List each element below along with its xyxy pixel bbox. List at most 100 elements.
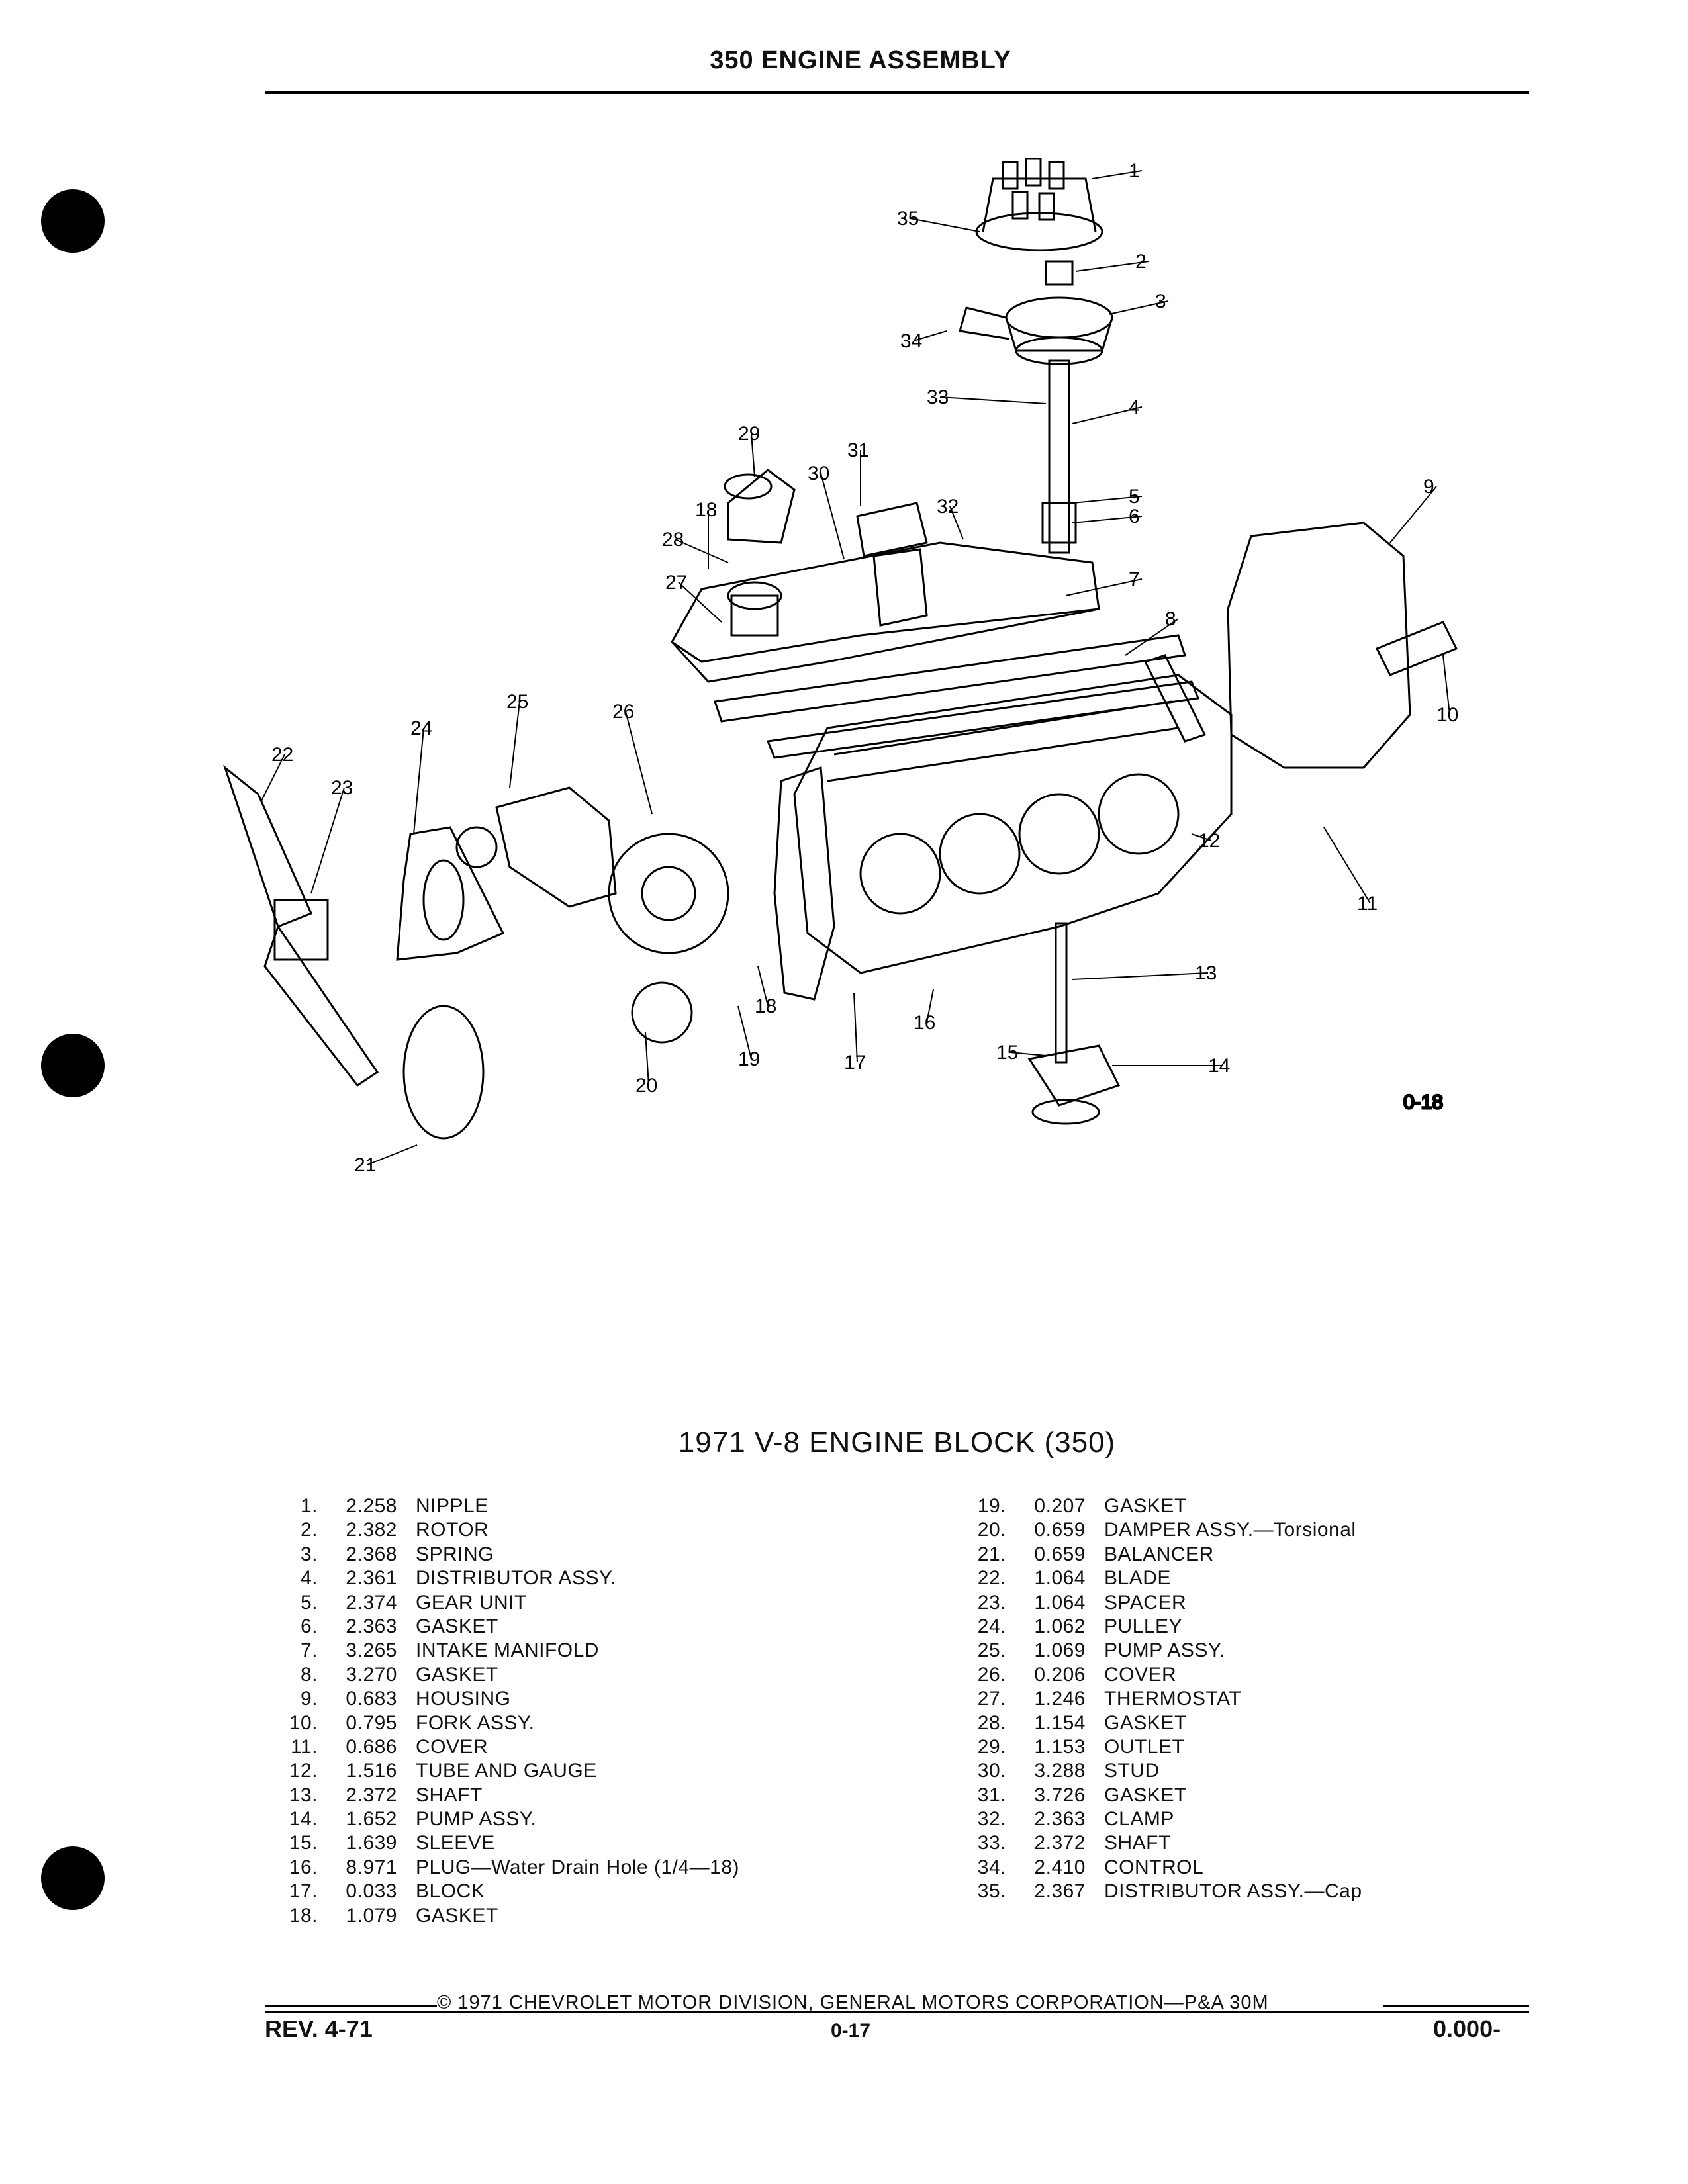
binder-hole-top [41,189,105,253]
part-number: 3. [300,1543,318,1565]
callout-label: 24 [410,717,432,739]
part-number: 35. [977,1880,1006,1903]
callout-leader [1072,516,1143,523]
callout-label: 8 [1165,608,1176,630]
callout-leader [1191,833,1212,841]
part-description: PUMP ASSY. [416,1808,537,1831]
part-description: GASKET [1104,1495,1187,1517]
callout-label: 6 [1129,506,1140,527]
part-number: 10. [289,1711,318,1734]
callout-leader [1442,655,1450,715]
part-description: CLAMP [1104,1808,1174,1831]
part-description: GASKET [1104,1784,1187,1806]
part-code: 2.410 [1034,1856,1086,1878]
figure-id: 0-18 [1403,1091,1443,1113]
part-code: 2.374 [346,1591,397,1614]
footer-rule-right [1383,2005,1529,2007]
callout-label: 20 [635,1075,657,1097]
callout-leader [625,711,653,815]
part-number: 21. [977,1543,1006,1565]
part-description: DISTRIBUTOR ASSY. [416,1567,616,1590]
part-code: 3.726 [1034,1784,1086,1806]
part-description: PUMP ASSY. [1104,1639,1225,1662]
part-code: 1.064 [1034,1567,1086,1590]
engine-block [793,674,1233,974]
part-code: 1.079 [346,1904,397,1927]
part-description: SHAFT [416,1784,483,1806]
part-code: 0.659 [1034,1543,1086,1565]
part-code: 1.516 [346,1760,397,1782]
part-description: NIPPLE [416,1495,489,1517]
callout-label: 18 [695,499,717,521]
callout-label: 34 [900,330,922,352]
callout-leader [910,218,980,232]
part-number: 12. [289,1760,318,1782]
gasket-part [856,502,928,557]
part-description: INTAKE MANIFOLD [416,1639,599,1662]
part-number: 11. [291,1735,318,1758]
callout-label: 11 [1357,893,1378,915]
callout-leader [1072,972,1209,980]
part-code: 1.069 [1034,1639,1086,1662]
part-description: BALANCER [1104,1543,1214,1565]
part-description: TUBE AND GAUGE [416,1760,597,1782]
callout-label: 14 [1208,1055,1230,1077]
callout-label: 27 [665,572,687,594]
part-number: 1. [300,1495,318,1517]
callout-label: 5 [1129,486,1140,508]
bell-housing [1143,522,1458,769]
part-number: 29. [977,1735,1006,1758]
part-number: 32. [977,1808,1006,1831]
parts-row: 12. 1.516 TUBE AND GAUGE [278,1759,739,1783]
torsional-damper [608,833,729,1044]
part-code: 2.372 [1034,1832,1086,1854]
callout-leader [1323,827,1371,904]
callout-label: 18 [755,995,776,1017]
part-code: 1.639 [346,1832,397,1854]
callout-leader [949,506,964,540]
part-description: COVER [1104,1663,1177,1686]
part-description: FORK ASSY. [416,1711,535,1734]
copyright-notice: © 1971 CHEVROLET MOTOR DIVISION, GENERAL… [437,1992,1269,2013]
callout-label: 4 [1129,396,1140,418]
water-pump [455,786,617,908]
part-number: 2. [300,1519,318,1541]
part-code: 0.206 [1034,1663,1086,1686]
part-code: 2.382 [346,1519,397,1541]
footer-rule-left [265,2005,437,2007]
part-description: DAMPER ASSY.—Torsional [1104,1519,1356,1541]
part-number: 20. [977,1519,1006,1541]
part-code: 3.270 [346,1663,397,1686]
callout-leader [1389,486,1437,543]
distributor-body [959,260,1113,554]
part-code: 1.154 [1034,1711,1086,1734]
callout-label: 33 [927,387,949,408]
figure-caption: 1971 V-8 ENGINE BLOCK (350) [678,1426,1116,1459]
part-number: 33. [977,1832,1006,1854]
callout-leader [1072,496,1143,504]
part-description: SPACER [1104,1591,1187,1614]
callout-leader [261,754,285,801]
callout-leader [367,1144,418,1165]
callout-label: 16 [914,1012,935,1034]
callout-leader [413,727,424,835]
part-number: 17. [289,1880,318,1903]
part-code: 0.683 [346,1688,397,1710]
part-number: 5. [300,1591,318,1614]
part-description: DISTRIBUTOR ASSY.—Cap [1104,1880,1362,1903]
part-description: GASKET [416,1904,498,1927]
callout-leader [751,433,755,477]
